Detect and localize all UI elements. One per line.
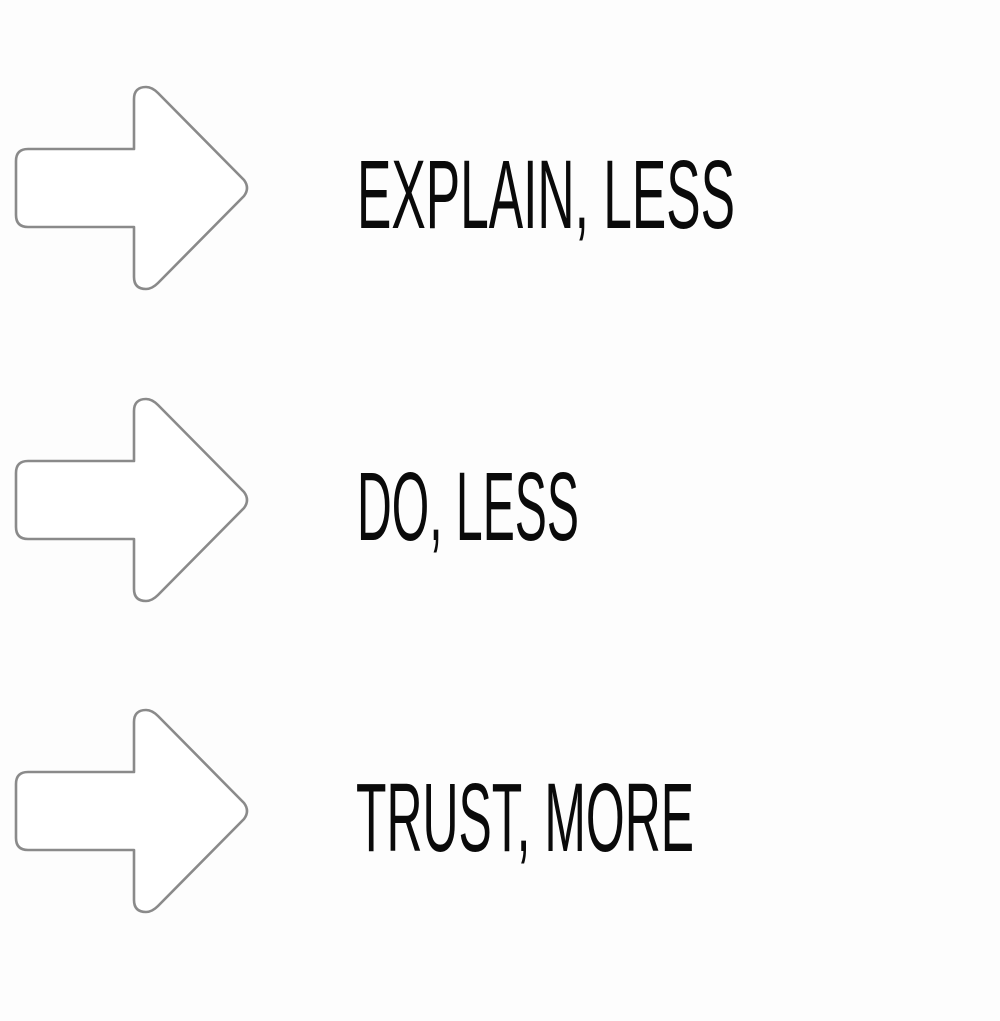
- list-item-trust-more: TRUST, MORE: [0, 708, 1000, 1021]
- label-do-less: DO, LESS: [357, 452, 579, 561]
- list-item-do-less: DO, LESS: [0, 397, 1000, 710]
- label-explain-less: EXPLAIN, LESS: [357, 140, 735, 249]
- arrow-right-icon: [14, 85, 249, 291]
- label-text: DO, LESS: [357, 452, 579, 561]
- arrow-right-icon: [14, 397, 249, 603]
- list-item-explain-less: EXPLAIN, LESS: [0, 85, 1000, 398]
- label-trust-more: TRUST, MORE: [356, 763, 694, 872]
- label-text: TRUST, MORE: [356, 763, 694, 872]
- label-text: EXPLAIN, LESS: [357, 140, 735, 249]
- arrow-right-icon: [14, 708, 249, 914]
